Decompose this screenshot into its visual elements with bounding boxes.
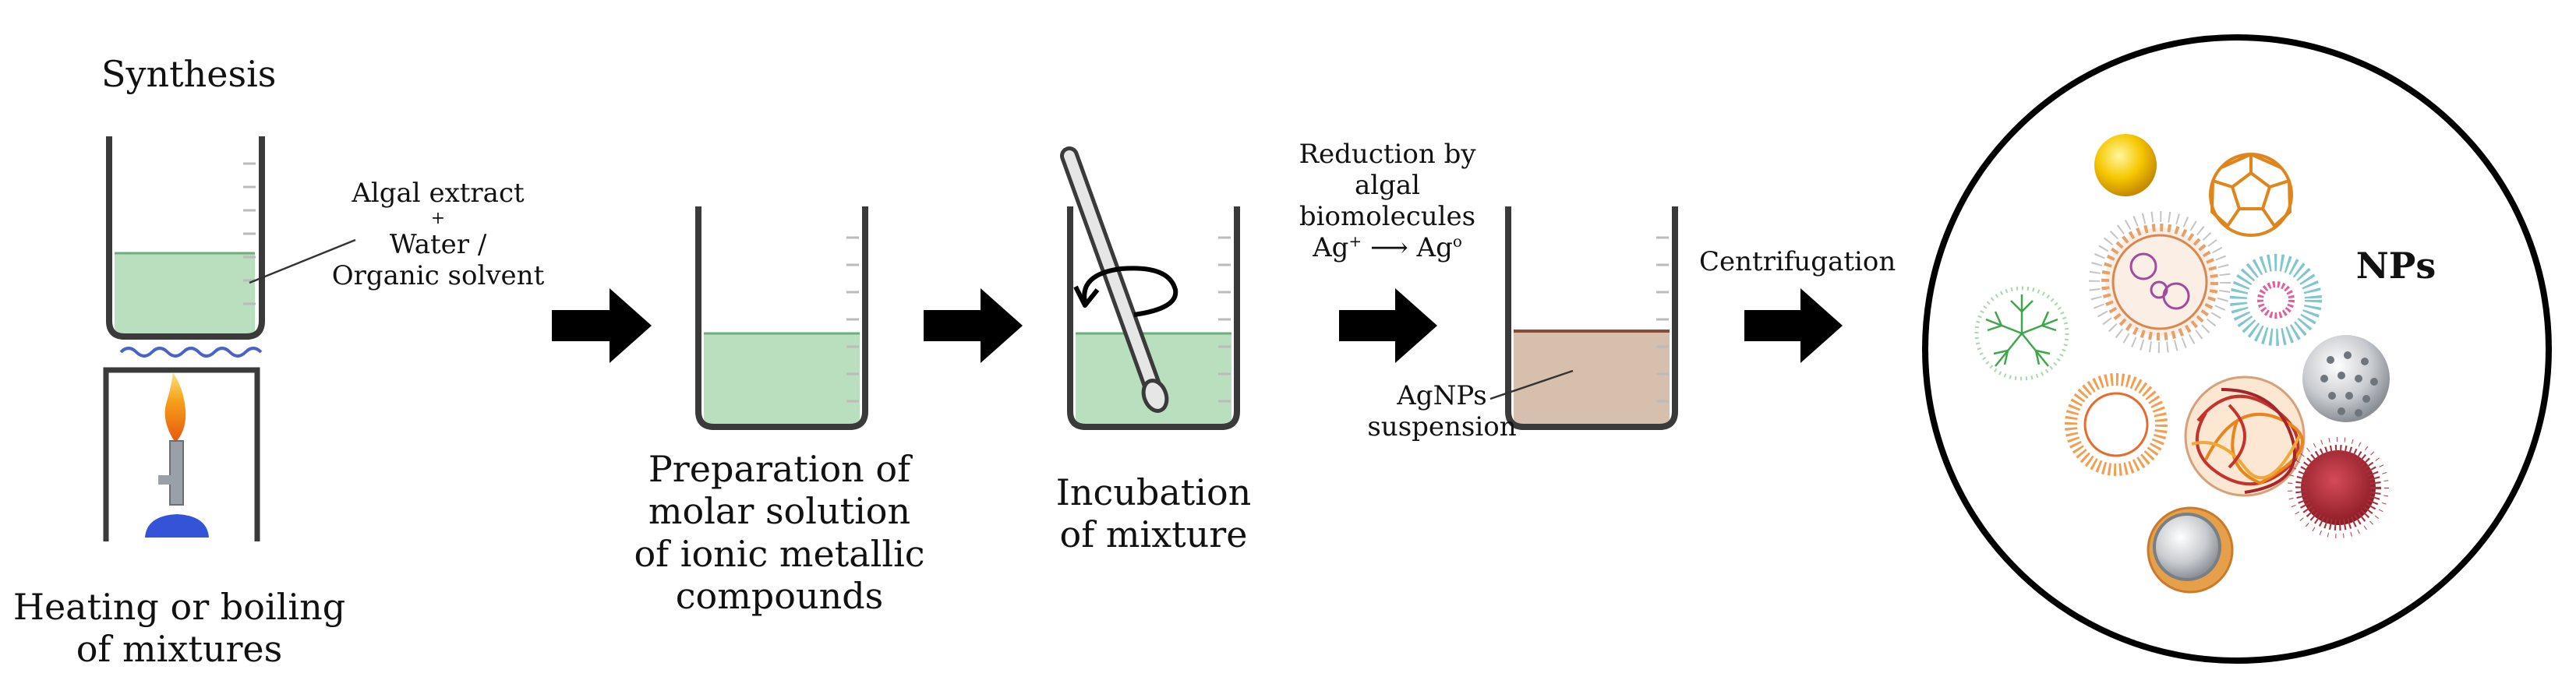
centrifugation-label: Centrifugation (1699, 246, 1896, 277)
caption-line: compounds (675, 574, 884, 617)
reduction-equation: Ag+ ⟶ Ago (1313, 232, 1462, 264)
micelle-icon (2230, 254, 2322, 346)
caption-line: of mixture (1059, 513, 1248, 556)
fullerene-icon (2209, 152, 2293, 237)
diagram-title: Synthesis (101, 53, 277, 95)
step2-beaker (695, 206, 868, 430)
nanoparticle-icons (1974, 134, 2390, 594)
annotation-line: AgNPs (1397, 380, 1487, 411)
flow-arrow-2 (924, 288, 1023, 363)
rotation-arrow-icon (1073, 266, 1178, 317)
beaker-icon (695, 206, 868, 430)
annotation-line: Organic solvent (331, 260, 545, 292)
caption-line: molar solution (648, 490, 911, 533)
bunsen-burner-icon (103, 367, 260, 541)
flame-icon (164, 372, 186, 442)
beaker-liquid (115, 253, 255, 335)
beaker-icon (1067, 206, 1240, 430)
step2-caption: Preparation of molar solution of ionic m… (624, 448, 935, 617)
liposome-icon (2089, 211, 2231, 353)
polymer-nanoparticle-icon (2184, 375, 2306, 497)
beaker-icon (1505, 206, 1678, 430)
annotation-line: suspension (1367, 411, 1517, 443)
annotation-line: + (430, 209, 446, 229)
spiky-nanoparticle-icon (2288, 437, 2389, 538)
dendrimer-icon (1974, 286, 2069, 381)
annotation-leader (1489, 369, 1574, 400)
step4-beaker (1489, 206, 1678, 430)
reduction-label: Reduction by algal biomolecules Ag+ ⟶ Ag… (1278, 139, 1496, 263)
annotation-leader (249, 238, 356, 284)
reduction-line: algal (1354, 170, 1421, 202)
reduction-line: biomolecules (1299, 201, 1476, 233)
caption-line: Incubation (1055, 471, 1252, 513)
flow-arrow-4 (1744, 288, 1843, 363)
reduction-line: Reduction by (1299, 139, 1476, 170)
step1-beaker (106, 136, 356, 340)
heat-wave-icon (119, 347, 263, 358)
step1-caption: Heating or boiling of mixtures (8, 586, 351, 671)
gold-nanosphere-icon (2094, 134, 2157, 196)
core-shell-nanoparticle-icon (2147, 506, 2234, 594)
step3-caption: Incubation of mixture (1029, 471, 1278, 556)
step4-annotation: AgNPs suspension (1356, 380, 1528, 442)
flow-arrow-3 (1339, 288, 1437, 363)
step1-beaker-annotation: Algal extract + Water / Organic solvent (321, 178, 555, 291)
reaction-arrow-icon: ⟶ (1369, 232, 1408, 264)
beaker-icon (106, 136, 265, 340)
annotation-line: Algal extract (352, 178, 525, 209)
caption-line: of ionic metallic (634, 532, 925, 575)
nanoparticle-circle (1922, 34, 2552, 664)
step3-beaker (1060, 146, 1240, 430)
flow-arrow-1 (552, 288, 652, 363)
porous-nanosphere-icon (2302, 335, 2390, 422)
caption-line: Preparation of (648, 448, 911, 490)
caption-line: Heating or boiling (12, 586, 346, 628)
vesicle-ring-icon (2065, 373, 2168, 476)
annotation-line: Water / (389, 229, 487, 261)
nps-label: NPs (2355, 245, 2436, 287)
caption-line: of mixtures (76, 628, 283, 671)
